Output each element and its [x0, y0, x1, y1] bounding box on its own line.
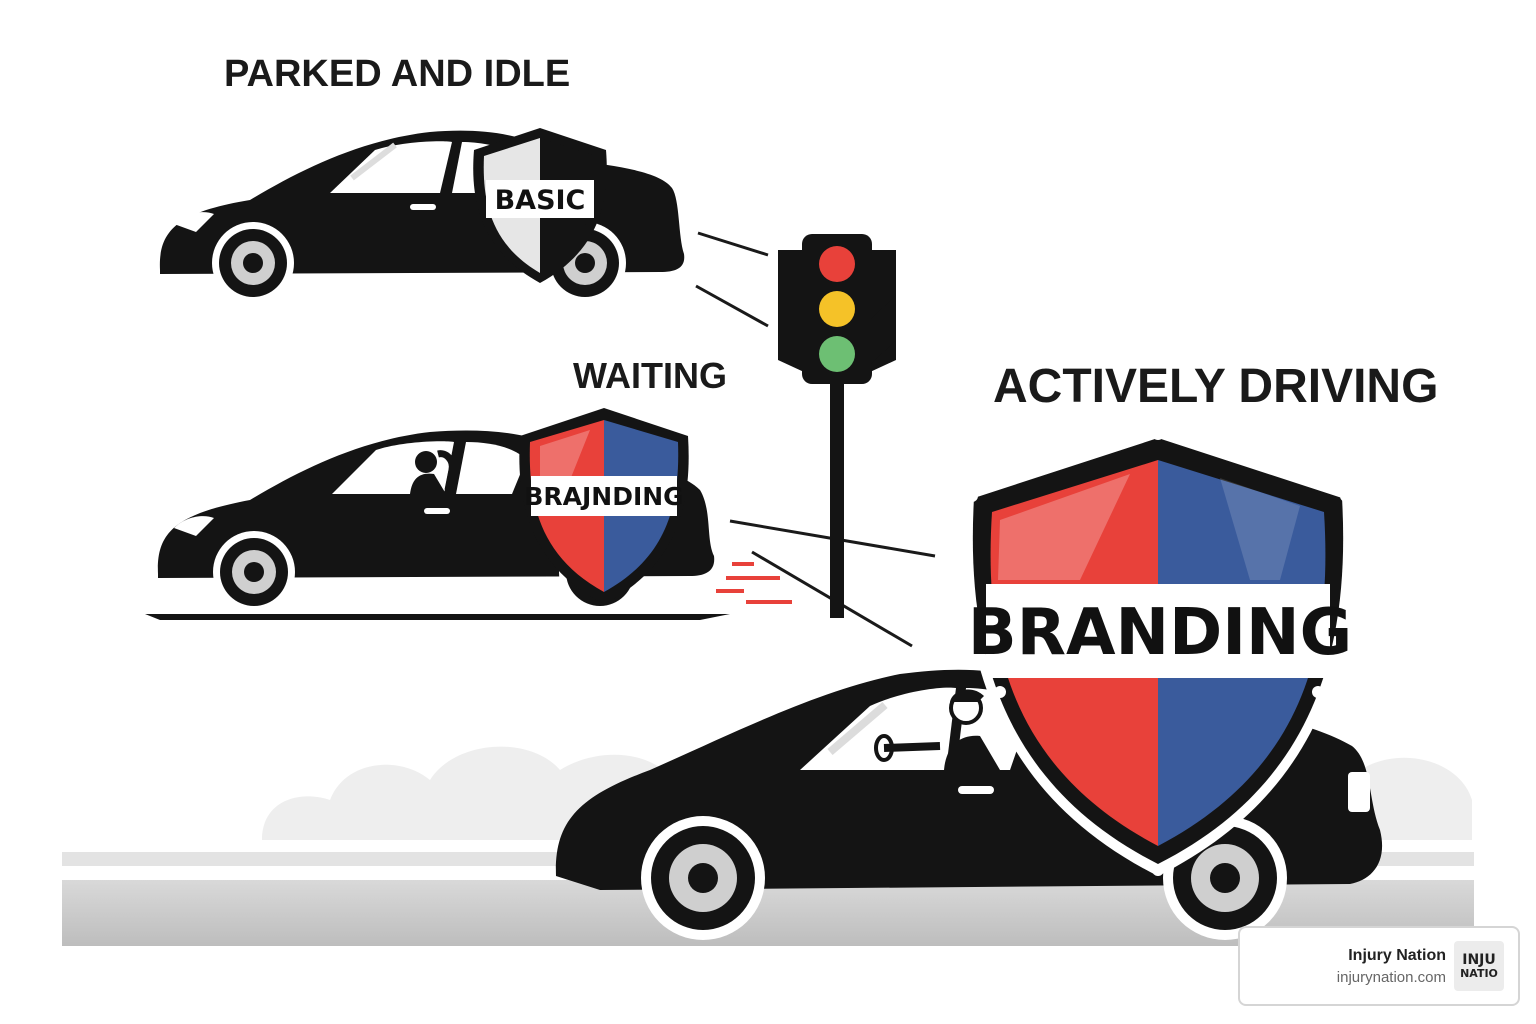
- waiting-shield-label: BRAJNDING: [524, 482, 683, 511]
- green-light: [819, 336, 855, 372]
- source-badge[interactable]: Injury Nation injurynation.com INJU NATI…: [1238, 926, 1520, 1006]
- red-light: [819, 246, 855, 282]
- traffic-light-icon: [778, 234, 896, 618]
- source-name: Injury Nation: [1348, 946, 1446, 964]
- logo-line-1: INJU: [1462, 951, 1496, 968]
- basic-shield-label: BASIC: [495, 185, 586, 216]
- source-badge-text: Injury Nation injurynation.com: [1337, 947, 1446, 986]
- driver-icon: [410, 450, 456, 494]
- label-driving: ACTIVELY DRIVING: [993, 360, 1438, 413]
- injury-nation-logo: INJU NATIO: [1454, 941, 1504, 991]
- source-url: injurynation.com: [1336, 968, 1446, 986]
- waiting-shield-icon: BRAJNDING: [519, 408, 689, 604]
- driver-icon: [874, 689, 1000, 770]
- speed-lines: [716, 562, 792, 604]
- branding-shield-label: BRANDING: [968, 596, 1352, 670]
- label-parked: PARKED AND IDLE: [224, 53, 570, 95]
- branding-shield-icon: BRANDING: [962, 428, 1354, 876]
- basic-shield-icon: BASIC: [473, 128, 607, 283]
- logo-line-2: NATIO: [1460, 966, 1498, 980]
- label-waiting: WAITING: [573, 355, 727, 396]
- yellow-light: [819, 291, 855, 327]
